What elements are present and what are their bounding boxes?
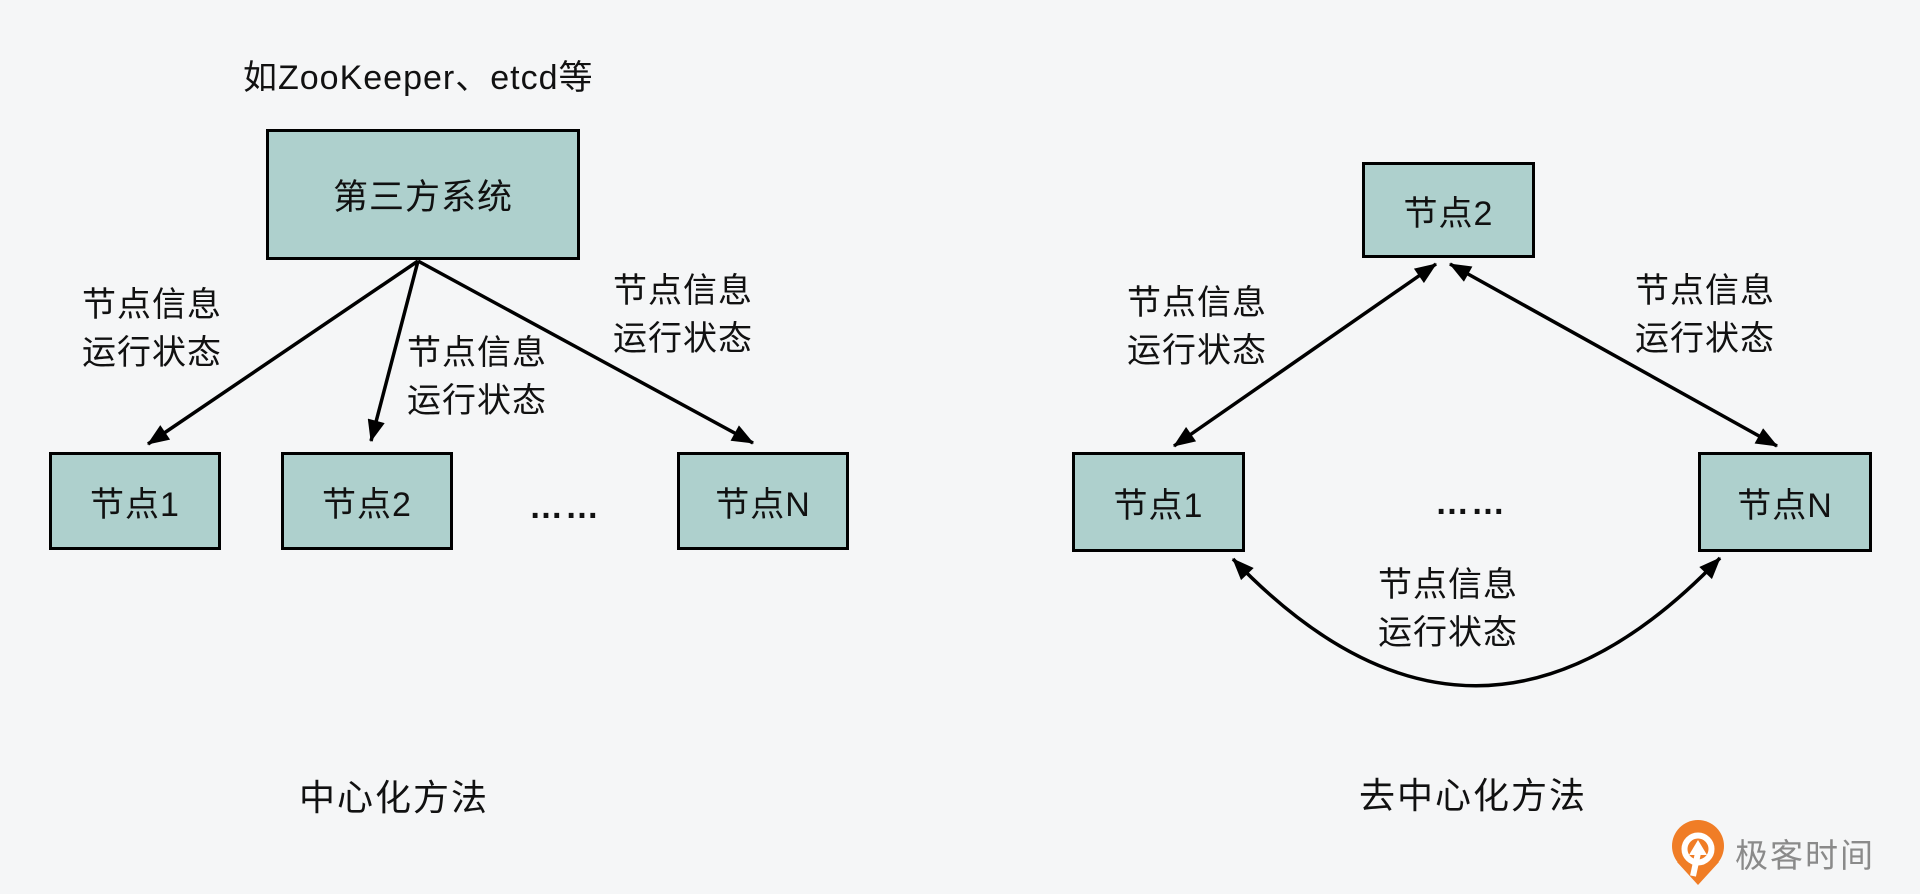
- edge-label-right-1: 节点信息 运行状态: [1127, 279, 1267, 375]
- third-party-annotation: 如ZooKeeper、etcd等: [243, 59, 594, 97]
- node-right-N: 节点N: [1698, 452, 1872, 552]
- edge-label-left-1: 节点信息 运行状态: [82, 281, 222, 377]
- ellipsis-left: ……: [529, 488, 601, 526]
- node-left-2: 节点2: [281, 452, 453, 550]
- node-right-2: 节点2: [1362, 162, 1535, 258]
- edge-node1-node2-bidirectional: [1173, 262, 1437, 448]
- geek-time-logo: 极客时间: [1670, 820, 1875, 886]
- node-right-1: 节点1: [1072, 452, 1245, 552]
- edge-node1-nodeN-curved-bidirectional: [1231, 556, 1722, 688]
- edge-label-line: 运行状态: [82, 334, 222, 372]
- edge-thirdparty-to-nodeN: [417, 259, 754, 445]
- ellipsis-right: ……: [1435, 484, 1507, 522]
- edge-label-right-3: 节点信息 运行状态: [1378, 561, 1518, 657]
- node-left-N: 节点N: [677, 452, 849, 550]
- edge-thirdparty-to-node1: [147, 259, 419, 446]
- edge-label-line: 节点信息: [613, 272, 753, 310]
- caption-centralized: 中心化方法: [299, 777, 490, 818]
- edge-label-line: 运行状态: [1635, 320, 1775, 358]
- edge-label-line: 运行状态: [613, 320, 753, 358]
- edge-label-line: 运行状态: [1378, 614, 1518, 652]
- edge-label-line: 运行状态: [1127, 332, 1267, 370]
- geek-time-logo-text: 极客时间: [1735, 837, 1875, 874]
- edge-label-line: 节点信息: [1635, 272, 1775, 310]
- edge-label-line: 节点信息: [1127, 284, 1267, 322]
- edge-label-right-2: 节点信息 运行状态: [1635, 267, 1775, 363]
- edge-label-line: 节点信息: [407, 334, 547, 372]
- edge-label-left-3: 节点信息 运行状态: [613, 267, 753, 363]
- edge-label-line: 运行状态: [407, 382, 547, 420]
- geek-time-pin-icon: [1672, 820, 1724, 885]
- edge-node2-nodeN-bidirectional: [1449, 262, 1778, 448]
- edge-label-line: 节点信息: [1378, 566, 1518, 604]
- edge-label-line: 节点信息: [82, 286, 222, 324]
- node-left-1: 节点1: [49, 452, 221, 550]
- node-third-party-system: 第三方系统: [266, 129, 580, 260]
- caption-decentralized: 去中心化方法: [1359, 775, 1588, 816]
- edge-thirdparty-to-node2: [367, 260, 420, 443]
- edge-label-left-2: 节点信息 运行状态: [407, 329, 547, 425]
